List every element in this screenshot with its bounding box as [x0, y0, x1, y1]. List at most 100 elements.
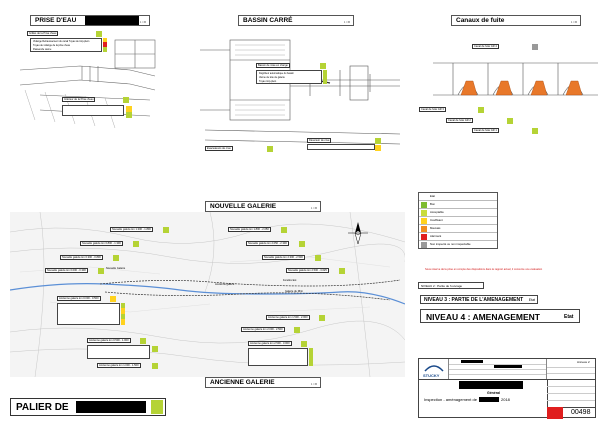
tag-canal-gr2[interactable]: Canal de fuite GR 2 — [446, 118, 473, 123]
state-stack — [121, 303, 125, 325]
redacted-name — [76, 401, 146, 413]
state-square — [375, 145, 381, 151]
tag-canal-gr3[interactable]: Canal de fuite GR 3 — [419, 107, 446, 112]
tag-nouvelle-4[interactable]: Nouvelle galerie km 0.000 - 0.300 — [45, 268, 88, 273]
tag-ancienne-3[interactable]: Ancienne galerie km 1.000 - 1.500 — [97, 363, 141, 368]
prise-plan-drawing — [20, 39, 156, 129]
state-square — [532, 128, 538, 134]
tag-ancienne-1[interactable]: Ancienne galerie km 0.000 - 0.500 — [57, 296, 101, 301]
note-red: Sous réserve de la prise en compte des d… — [425, 268, 543, 271]
tag-ancienne-6[interactable]: Ancienne galerie km 2.500 - 3.000 — [248, 341, 292, 346]
section-header-canaux: Canaux de fuite 1 / 15 — [451, 15, 581, 26]
state-square — [299, 241, 305, 247]
tag-nouvelle-2[interactable]: Nouvelle galerie km 0.800 - 1.300 — [80, 241, 123, 246]
ancienne-tag-list[interactable] — [57, 303, 120, 325]
legend-label: Bon — [430, 202, 435, 206]
section-page-prise: 1 / 15 — [140, 21, 146, 24]
map-label: Ancienne galerie — [215, 283, 235, 286]
section-page-bassin: 1 / 15 — [344, 21, 350, 24]
legend-label: Mauvais — [430, 226, 441, 230]
state-square — [319, 315, 325, 321]
state-square — [375, 138, 381, 144]
palier-state — [151, 400, 163, 414]
tag-bassin-bottom[interactable]: Évacuateurs de crue — [205, 146, 233, 151]
state-square — [126, 112, 132, 118]
tag-canal-gr1[interactable]: Canal de fuite GR 1 — [472, 128, 499, 133]
state-stack — [323, 70, 327, 84]
section-page-ancienne: 1 / 15 — [311, 383, 317, 386]
bassin-list-item: Tuyau trop-plein — [259, 80, 277, 83]
niveau4-label: NIVEAU 4 : AMENAGEMENT — [426, 312, 540, 322]
bassin-list-item: Dégrilleur automatique du bassin — [259, 72, 294, 75]
prise-list-item: Passerelle vanne — [33, 48, 52, 51]
inspection-label: Inspection - aménagement de — [424, 397, 477, 402]
niveau3-label: NIVEAU 3 : PARTIE DE L'AMENAGEMENT — [424, 297, 524, 303]
tag-ancienne-2[interactable]: Ancienne galerie km 0.500 - 1.000 — [87, 338, 131, 343]
state-square — [110, 296, 116, 302]
tag-nouvelle-1[interactable]: Nouvelle galerie km 1.300 - 1.800 — [110, 227, 153, 232]
legend-label: Insuffisant — [430, 218, 443, 222]
bassin-tag-sub[interactable] — [307, 144, 375, 150]
prise-list-item: Vidange Rehaussement du canal Tuyau de t… — [33, 40, 90, 43]
tag-bassin-chambre[interactable]: Bassin de mise en charge — [256, 63, 290, 68]
section-title-nouvelle: NOUVELLE GALERIE — [210, 203, 277, 210]
tag-ancienne-4[interactable]: Ancienne galerie km 1.500 - 2.000 — [266, 315, 310, 320]
niveau2-label: NIVEAU 2 : Partie de l'ouvrage — [421, 284, 463, 288]
ancienne-tag-list-2[interactable] — [87, 345, 150, 359]
redacted-name — [85, 16, 139, 25]
tag-nouvelle-7[interactable]: Nouvelle galerie km 2.300 - 2.500 — [262, 255, 305, 260]
section-title-bassin: BASSIN CARRÉ — [243, 17, 293, 24]
state-square — [133, 241, 139, 247]
title-logo: STUCKY — [419, 359, 449, 379]
state-square — [140, 338, 146, 344]
section-header-bassin: BASSIN CARRÉ 1 / 15 — [238, 15, 354, 26]
state-square — [532, 44, 538, 50]
section-title-ancienne: ANCIENNE GALERIE — [210, 379, 275, 386]
prise-list-item: Tuyau de vidange de la prise d'eau — [33, 44, 71, 47]
general-label: Général — [487, 391, 501, 395]
map-label: Fenêtre Est — [283, 279, 297, 282]
state-square — [152, 363, 158, 369]
bassin-tag-list[interactable]: Dégrilleur automatique du bassin Vanne d… — [256, 70, 322, 84]
canaux-plan-drawing — [433, 62, 598, 96]
tag-bassin-cross[interactable]: Déversoir de crue — [307, 138, 332, 143]
niveau4-box: NIVEAU 4 : AMENAGEMENT Etat — [420, 309, 580, 323]
state-stack — [309, 348, 313, 366]
palier-title: PALIER DE — [16, 402, 69, 413]
tag-nouvelle-6[interactable]: Nouvelle galerie km 2.050 - 2.300 — [246, 241, 289, 246]
state-square — [478, 107, 484, 113]
tag-nouvelle-3[interactable]: Nouvelle galerie km 0.300 - 0.800 — [60, 255, 103, 260]
state-square — [96, 31, 102, 37]
niveau2-box: NIVEAU 2 : Partie de l'ouvrage — [418, 282, 484, 289]
bassin-list-item: Vanne de tête de galerie — [259, 76, 285, 79]
title-block: STUCKY Annexe 2 Général Inspection - amé… — [418, 358, 596, 419]
legend-table: Etat Bon Acceptable Insuffisant Mauvais … — [418, 192, 498, 249]
legend-label: Acceptable — [430, 210, 444, 214]
redacted-name — [459, 381, 523, 389]
section-page-canaux: 1 / 15 — [571, 21, 577, 24]
prise-tag-list[interactable]: Vidange Rehaussement du canal Tuyau de t… — [30, 38, 102, 52]
section-page-nouvelle: 1 / 15 — [311, 207, 317, 210]
state-square — [267, 146, 273, 152]
legend-label: Etat — [430, 194, 435, 198]
map-label: Nouvelle Galerie — [106, 267, 126, 270]
north-arrow-icon — [348, 222, 368, 244]
tag-nouvelle-8[interactable]: Nouvelle galerie km 2.500 - 3.625 — [286, 268, 329, 273]
section-title-canaux: Canaux de fuite — [456, 17, 505, 24]
tag-ancienne-5[interactable]: Ancienne galerie km 2.000 - 2.500 — [241, 327, 285, 332]
svg-text:STUCKY: STUCKY — [423, 373, 440, 378]
state-square — [113, 255, 119, 261]
state-square — [163, 227, 169, 233]
section-header-ancienne: ANCIENNE GALERIE 1 / 15 — [205, 377, 321, 388]
legend-label: Alarmant — [430, 234, 442, 238]
ancienne-tag-list-3[interactable] — [248, 348, 308, 366]
tag-prise-grille[interactable]: Grilles de la Prise d'eau — [27, 31, 59, 36]
tag-canal-gr4[interactable]: Canal de fuite GR 4 — [472, 44, 499, 49]
prise-tag-sub[interactable] — [62, 105, 124, 116]
tag-nouvelle-5[interactable]: Nouvelle galerie km 1.800 - 2.050 — [228, 227, 271, 232]
tag-prise-vanne[interactable]: Intérieur de la Prise d'eau — [62, 97, 96, 102]
state-stack — [103, 38, 107, 52]
state-square — [301, 341, 307, 347]
niveau3-etat: Etat — [528, 298, 535, 302]
redacted-name — [479, 397, 499, 402]
